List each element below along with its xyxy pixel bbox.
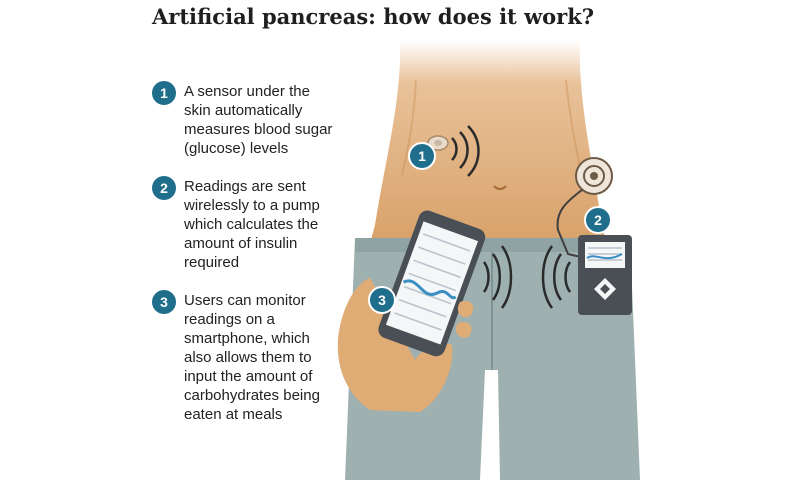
abdomen-line [401, 79, 417, 176]
step-description: Readings are sent wirelessly to a pump w… [184, 178, 320, 271]
navel [493, 185, 507, 190]
finger [457, 300, 474, 318]
body-illustration: 1 2 3 [337, 40, 640, 480]
smartphone [378, 210, 486, 357]
wireless-signal-icon [482, 245, 513, 309]
finger [455, 322, 472, 338]
infographic-title: Artificial pancreas: how does it work? [152, 4, 595, 29]
wireless-signal-icon [541, 245, 572, 309]
wireless-signal-icon [451, 125, 480, 177]
step-3: 3 Users can monitor readings on a smartp… [152, 290, 372, 424]
step-description: A sensor under the skin automatically me… [184, 83, 333, 157]
step-1: 1 A sensor under the skin automatically … [152, 81, 372, 158]
step-list: 1 A sensor under the skin automatically … [152, 81, 372, 443]
sensor-marker-number: 1 [418, 148, 426, 164]
step-2: 2 Readings are sent wirelessly to a pump… [152, 176, 372, 272]
step-number-badge: 1 [152, 81, 176, 105]
step-description: Users can monitor readings on a smartpho… [184, 292, 320, 423]
insulin-pump-icon [578, 235, 632, 315]
phone-marker-number: 3 [378, 292, 386, 308]
pump-marker: 2 [584, 206, 612, 234]
sensor-marker: 1 [408, 142, 436, 170]
glucose-trace-line [402, 279, 457, 300]
phone-marker: 3 [368, 286, 396, 314]
insulin-tubing [556, 189, 586, 259]
step-number-badge: 2 [152, 176, 176, 200]
step-number-badge: 3 [152, 290, 176, 314]
pump-marker-number: 2 [594, 212, 602, 228]
hand [337, 278, 453, 412]
